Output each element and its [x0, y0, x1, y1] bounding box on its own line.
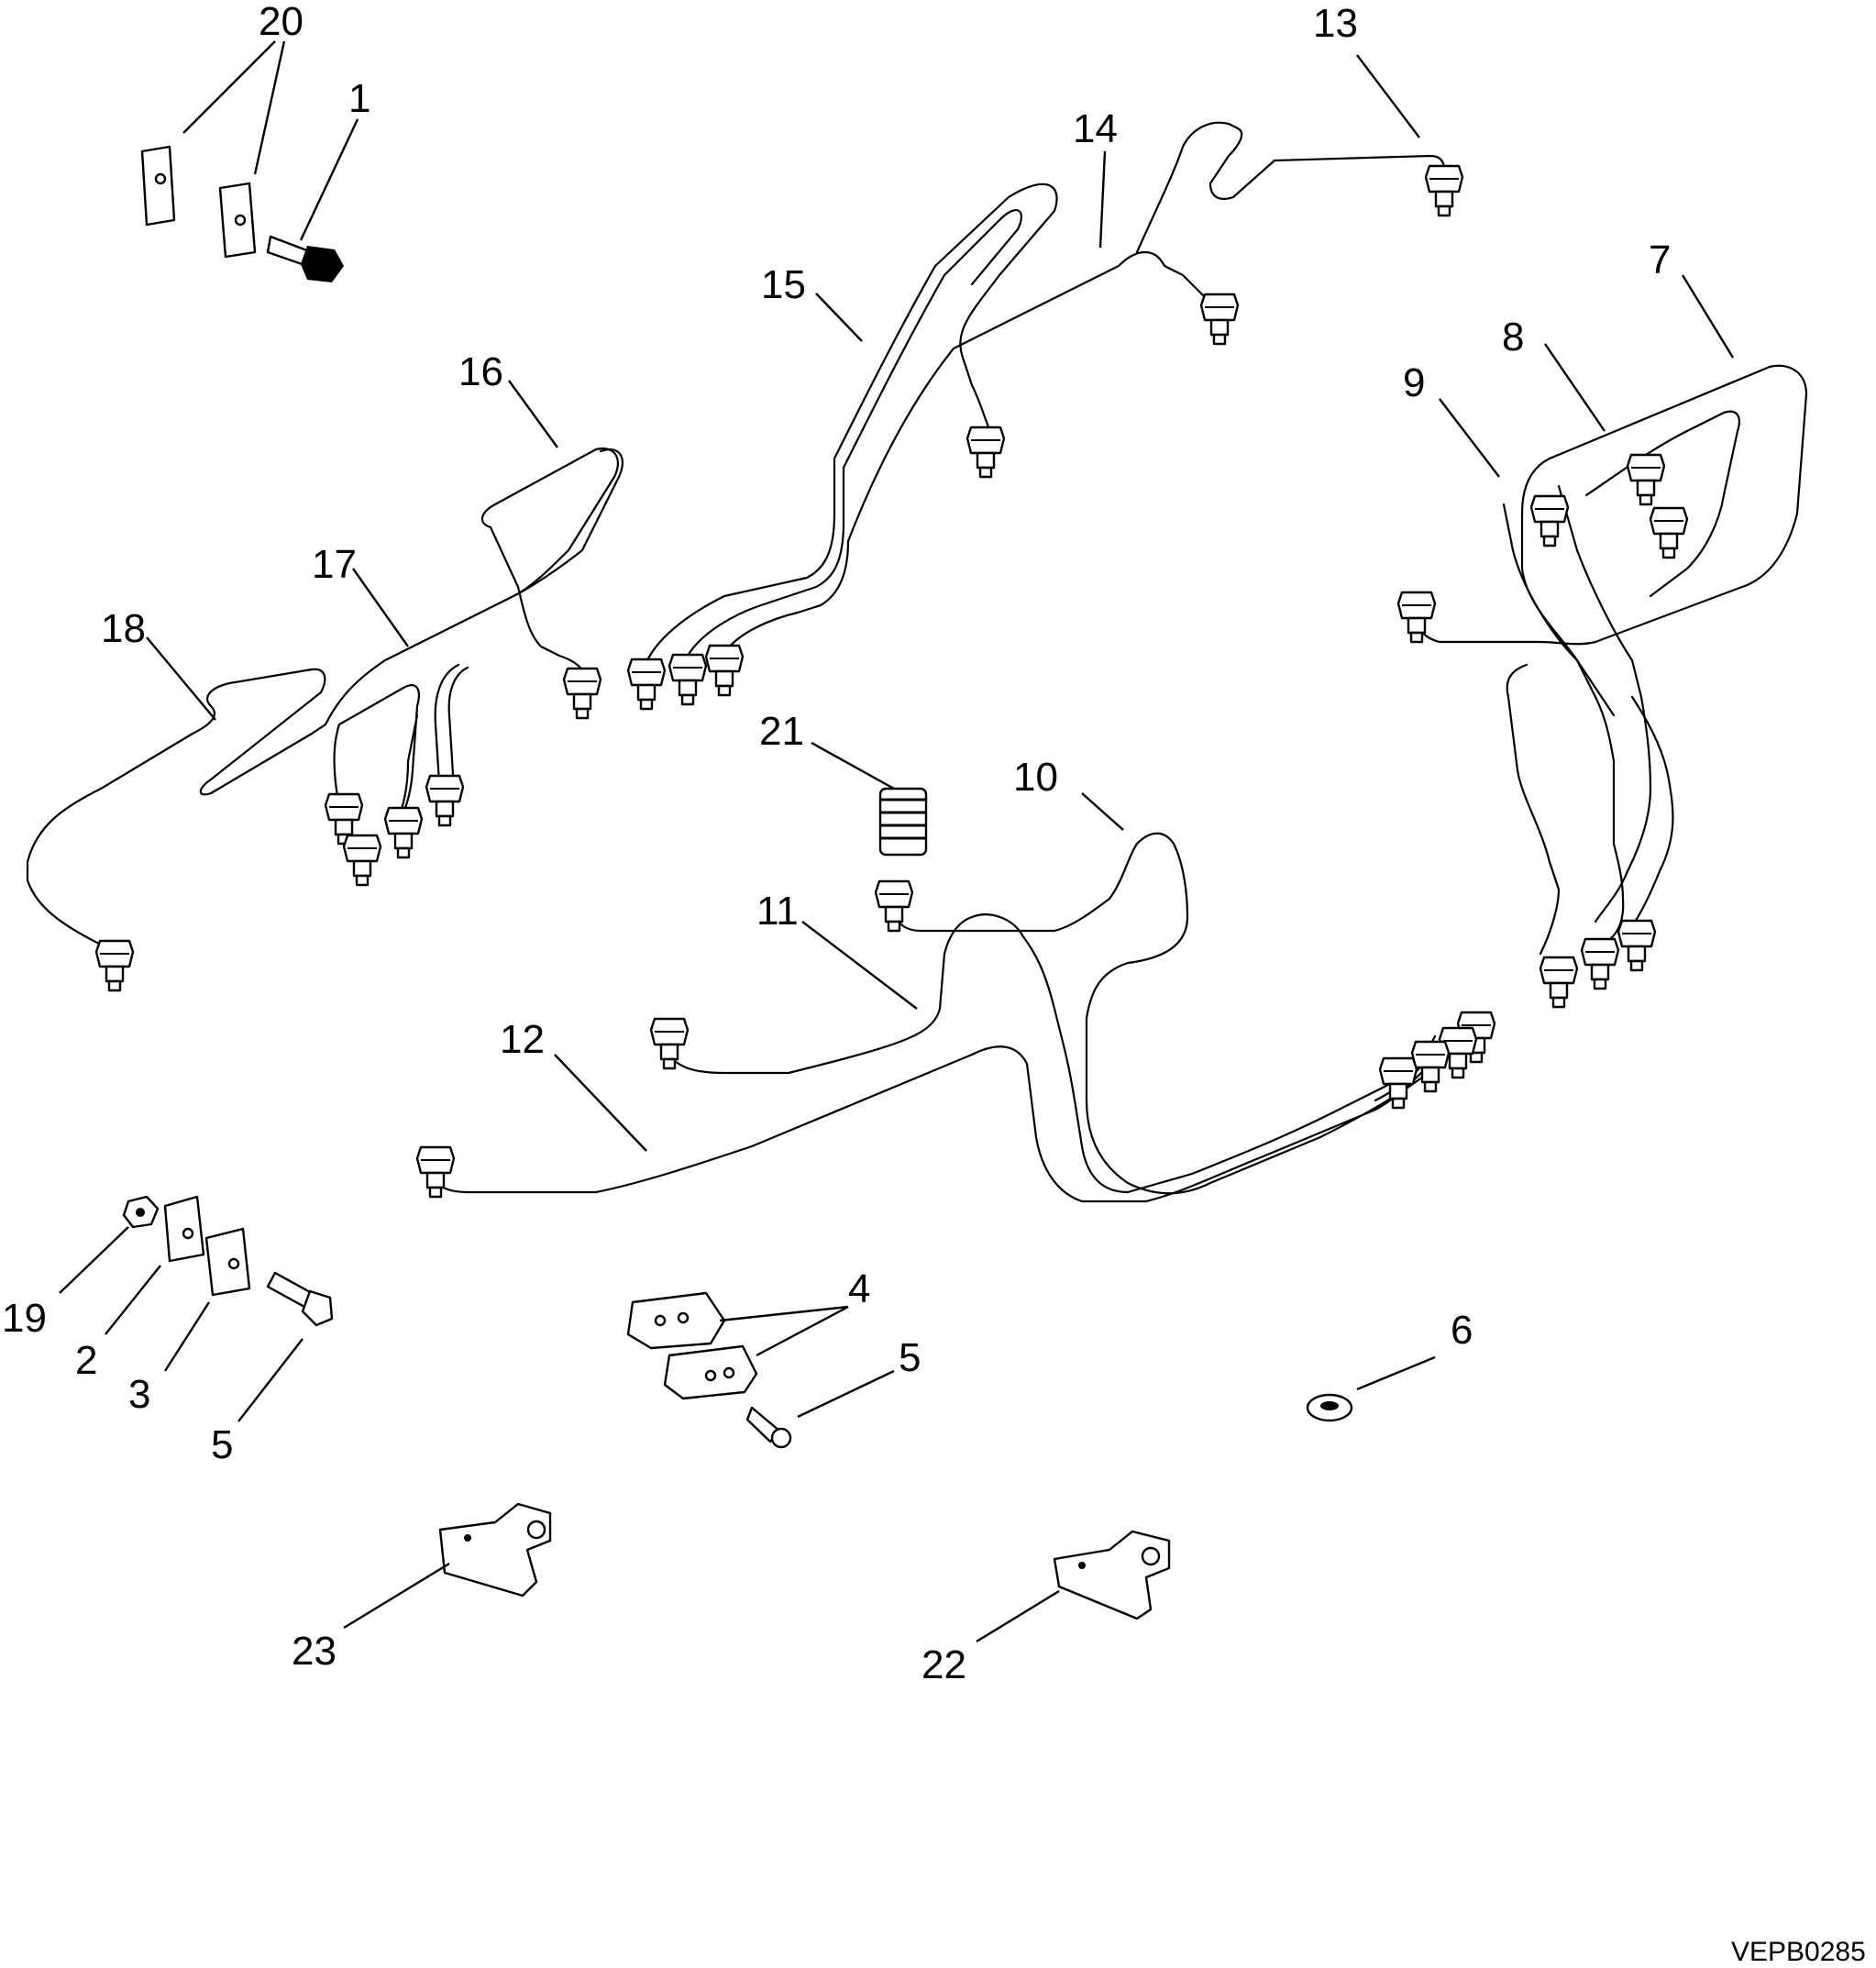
- fuel-line-16-17-18: [26, 447, 624, 951]
- callout-18: 18: [101, 606, 146, 651]
- clamp-set-20: [140, 145, 257, 259]
- bracket-22: [1053, 1530, 1171, 1620]
- fuel-line-10-11-12: [429, 832, 1460, 1203]
- callout-22: 22: [921, 1642, 966, 1687]
- fitting-nuts: [94, 164, 1689, 1199]
- callout-4: 4: [848, 1266, 870, 1311]
- clamp-2: [163, 1195, 205, 1263]
- callout-6: 6: [1451, 1308, 1473, 1353]
- washer-6: [1306, 1393, 1353, 1422]
- callout-1: 1: [348, 76, 370, 121]
- bolt-5-left: [266, 1271, 334, 1327]
- callout-3: 3: [128, 1372, 150, 1417]
- drawing-code: VEPB0285: [1731, 1937, 1866, 1967]
- callout-14: 14: [1073, 106, 1118, 151]
- callout-2: 2: [75, 1338, 97, 1383]
- fuel-line-7-8-9: [1414, 364, 1808, 956]
- callout-17: 17: [312, 542, 357, 587]
- nut-19: [122, 1195, 160, 1229]
- leader-lines: [59, 40, 1735, 1643]
- callout-13: 13: [1313, 1, 1358, 46]
- bracket-23: [438, 1502, 552, 1598]
- callout-12: 12: [500, 1017, 545, 1062]
- callout-19: 19: [2, 1296, 47, 1341]
- bolt-5-center: [745, 1406, 792, 1449]
- callout-9: 9: [1403, 360, 1425, 405]
- bracket-set-4: [626, 1291, 758, 1400]
- callout-5-left: 5: [211, 1422, 233, 1467]
- fuel-line-13-14-15: [645, 121, 1446, 664]
- callout-7: 7: [1649, 238, 1671, 282]
- clamp-3: [204, 1227, 251, 1297]
- callout-15: 15: [761, 262, 806, 307]
- callout-5-center: 5: [899, 1335, 921, 1380]
- callout-8: 8: [1502, 315, 1524, 359]
- callout-20: 20: [259, 0, 303, 44]
- callout-11: 11: [756, 889, 799, 934]
- spring-sleeve-21: [878, 787, 928, 857]
- callout-21: 21: [759, 709, 804, 754]
- bolt-1: [266, 235, 344, 282]
- callout-23: 23: [292, 1629, 337, 1674]
- callout-10: 10: [1013, 755, 1058, 800]
- callout-16: 16: [458, 349, 503, 394]
